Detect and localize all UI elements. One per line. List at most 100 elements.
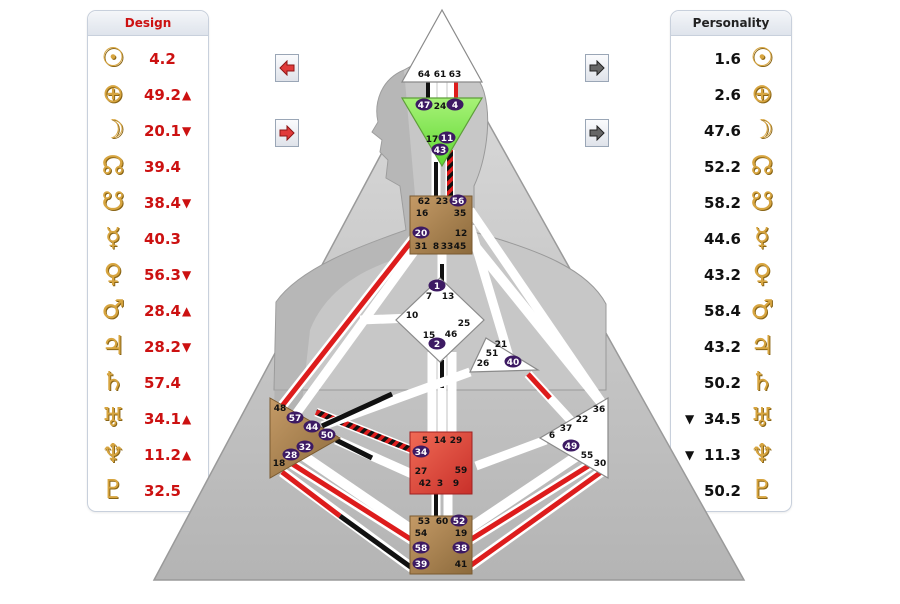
gate-line-value: 20.1 [143, 122, 181, 140]
gate-number: 16 [416, 209, 429, 219]
ajna-center [400, 97, 484, 168]
gate-number: 19 [455, 529, 468, 539]
active-gate-badge [428, 279, 446, 292]
planet-row: ⊕2.6 [671, 77, 791, 113]
gate-number: 57 [289, 414, 302, 424]
gate-number: 54 [415, 529, 428, 539]
venus-icon: ♀ [752, 259, 772, 289]
gate-line-value: 56.3 [143, 266, 181, 284]
gate-line-value: 44.6 [703, 230, 741, 248]
gate-number: 33 [441, 242, 454, 252]
gate-number: 55 [581, 451, 594, 461]
gate-number: 62 [418, 197, 431, 207]
active-gate-badge [428, 337, 446, 350]
planet-row: ⊕49.2▲ [88, 77, 208, 113]
gate-number: 46 [445, 330, 458, 340]
personality-panel: Personality ☉1.6⊕2.6☽47.6☊52.2☋58.2☿44.6… [670, 10, 792, 512]
personality-next-button[interactable] [585, 119, 609, 147]
uranus-icon: ♅ [101, 403, 125, 433]
gate-number: 2 [434, 340, 440, 350]
gate-number: 35 [454, 209, 467, 219]
gate-number: 30 [594, 459, 607, 469]
gate-line-value: 34.1 [143, 410, 181, 428]
planet-row: ♅34.1▲ [88, 401, 208, 437]
active-gate-badge [412, 445, 430, 458]
gate-line-value: 34.5 [703, 410, 741, 428]
arrow-left-icon [279, 60, 295, 76]
planet-row: ♀43.2 [671, 257, 791, 293]
gate-number: 31 [415, 242, 428, 252]
active-gate-badge [415, 98, 433, 111]
active-gate-badge [318, 428, 336, 441]
active-gate-badge [412, 226, 430, 239]
gate-number: 32 [299, 443, 312, 453]
earth-icon: ⊕ [102, 79, 124, 109]
mercury-icon: ☿ [105, 223, 121, 253]
personality-previous-button[interactable] [585, 54, 609, 82]
planet-row: ♆11.2▲ [88, 437, 208, 473]
gate-number: 51 [486, 349, 499, 359]
gate-line-value: 58.4 [703, 302, 741, 320]
planet-row: ♅34.5▼ [671, 401, 791, 437]
gate-line-value: 32.5 [143, 482, 181, 500]
planet-row: ♄57.4 [88, 365, 208, 401]
gate-number: 27 [415, 467, 428, 477]
personality-panel-title: Personality [671, 11, 791, 36]
venus-icon: ♀ [103, 259, 123, 289]
planet-row: ☋38.4▼ [88, 185, 208, 221]
planet-row: ☿ 44.6 [671, 221, 791, 257]
active-gate-badge [438, 131, 456, 144]
arrow-down-icon: ▼ [182, 196, 192, 210]
earth-icon: ⊕ [751, 79, 773, 109]
active-gate-badge [296, 440, 314, 453]
planet-row: ☽ 47.6 [671, 113, 791, 149]
saturn-icon: ♄ [750, 367, 774, 397]
active-gate-badge [446, 98, 464, 111]
neptune-icon: ♆ [101, 439, 125, 469]
active-gate-badge [450, 514, 468, 527]
moon-icon: ☽ [750, 115, 774, 145]
gate-number: 44 [306, 423, 319, 433]
head-center [400, 8, 484, 83]
gate-number: 58 [415, 544, 428, 554]
arrow-right-icon [589, 60, 605, 76]
gate-number: 47 [418, 101, 431, 111]
g-center [395, 277, 485, 363]
gate-line-value: 40.3 [143, 230, 181, 248]
planet-row: ♄ 50.2 [671, 365, 791, 401]
design-panel: Design ☉4.2⊕49.2▲☽20.1▼☊39.4☋38.4▼☿40.3♀… [87, 10, 209, 512]
gate-line-value: 50.2 [703, 482, 741, 500]
design-next-button[interactable] [275, 119, 299, 147]
gate-number: 15 [423, 331, 436, 341]
south-node-icon: ☋ [101, 187, 125, 217]
gate-number: 4 [452, 101, 458, 111]
gate-number: 3 [437, 479, 443, 489]
gate-number: 42 [419, 479, 432, 489]
gate-line-value: 50.2 [703, 374, 741, 392]
arrow-up-icon: ▲ [182, 304, 192, 318]
gate-number: 22 [576, 415, 589, 425]
planet-row: ♀56.3▼ [88, 257, 208, 293]
mercury-icon: ☿ [754, 223, 770, 253]
gate-number: 43 [434, 146, 447, 156]
active-gate-badge [286, 411, 304, 424]
active-gate-badge [562, 439, 580, 452]
sun-icon: ☉ [101, 43, 125, 73]
mars-icon: ♂ [750, 295, 774, 325]
planet-row: ♂ 58.4 [671, 293, 791, 329]
gate-line-value: 57.4 [143, 374, 181, 392]
design-previous-button[interactable] [275, 54, 299, 82]
gate-line-value: 47.6 [703, 122, 741, 140]
uranus-icon: ♅ [750, 403, 774, 433]
planet-row: ☿ 40.3 [88, 221, 208, 257]
jupiter-icon: ♃ [750, 331, 774, 361]
gate-number: 1 [434, 282, 440, 292]
gate-number: 14 [434, 436, 447, 446]
gate-number: 21 [495, 340, 508, 350]
gate-number: 48 [274, 404, 287, 414]
gate-number: 13 [442, 292, 455, 302]
planet-row: ♇32.5 [88, 473, 208, 509]
gate-number: 38 [455, 544, 468, 554]
